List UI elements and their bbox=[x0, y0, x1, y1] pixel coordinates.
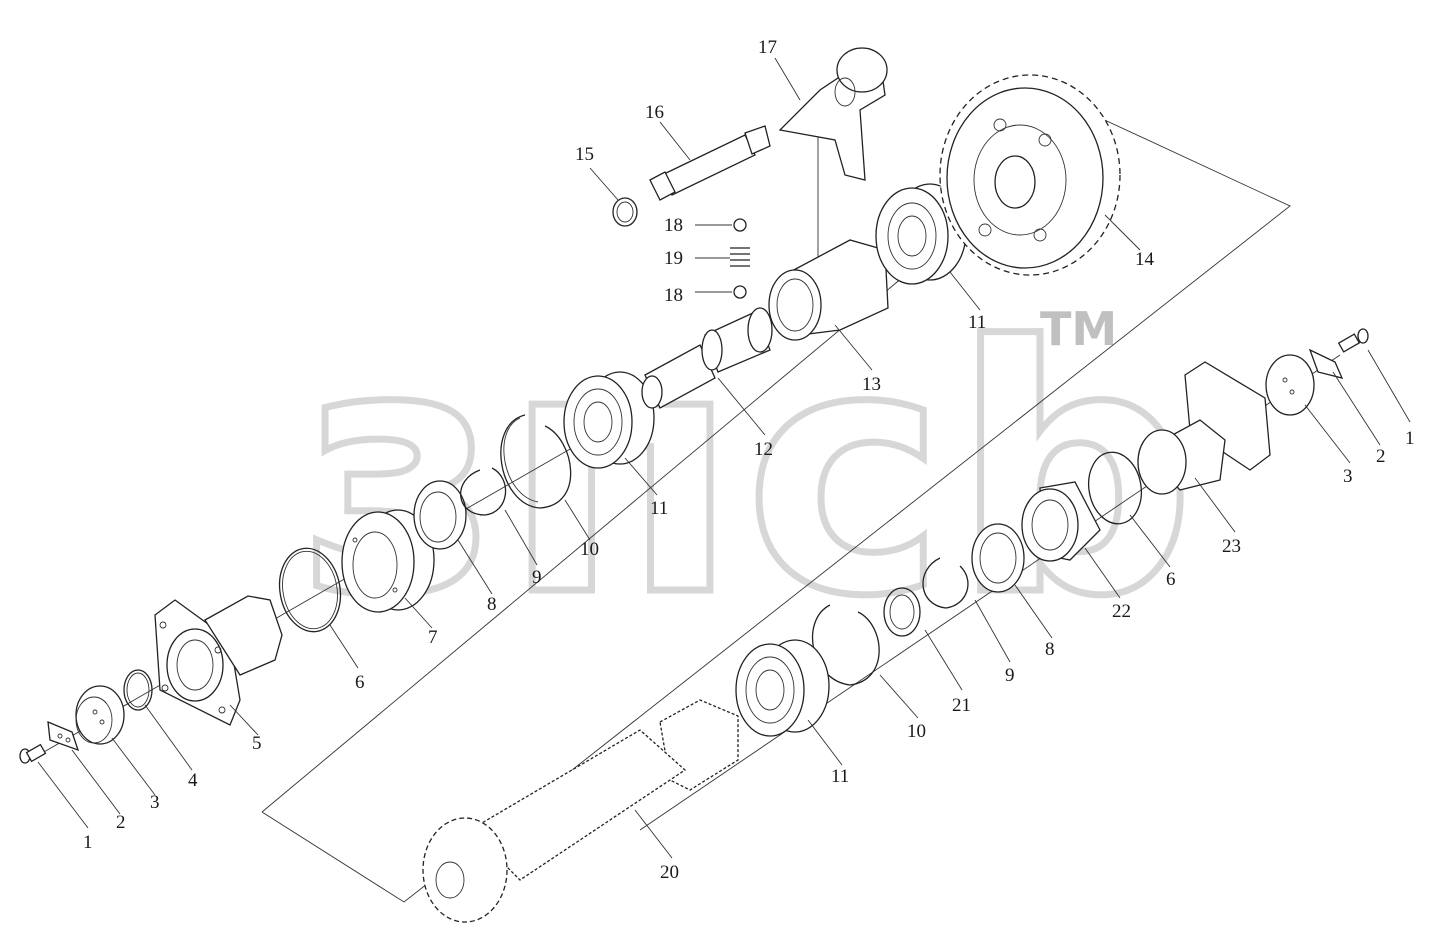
lock-plate-2-right bbox=[1308, 348, 1344, 379]
callout-15: 15 bbox=[575, 144, 594, 165]
splined-shaft-12 bbox=[641, 307, 773, 409]
callout-7: 7 bbox=[428, 627, 438, 648]
callout-5: 5 bbox=[252, 733, 262, 754]
callout-18-bottom: 18 bbox=[664, 285, 683, 306]
end-cap-3-left bbox=[75, 685, 125, 745]
seal-cover-7 bbox=[341, 509, 435, 613]
callout-14: 14 bbox=[1135, 249, 1155, 270]
bolt-1-right bbox=[1337, 328, 1369, 353]
callout-8-left: 8 bbox=[487, 594, 497, 615]
callout-6-left: 6 bbox=[355, 672, 365, 693]
callout-2-left: 2 bbox=[116, 812, 126, 833]
o-ring-6-right bbox=[1087, 451, 1143, 525]
snap-ring-9-right bbox=[922, 557, 969, 609]
callout-11-upper: 11 bbox=[650, 498, 668, 519]
callout-11-top: 11 bbox=[968, 312, 986, 333]
bolt-1-left bbox=[19, 743, 47, 764]
callout-labels: 1 2 3 4 5 6 7 8 9 10 11 12 13 11 14 15 1… bbox=[83, 37, 1415, 883]
callout-19: 19 bbox=[664, 248, 683, 269]
detent-balls-spring bbox=[730, 218, 750, 299]
callout-1-left: 1 bbox=[83, 832, 93, 853]
washer-21 bbox=[883, 587, 921, 637]
callout-17: 17 bbox=[758, 37, 777, 58]
assembly-outline bbox=[261, 115, 1291, 903]
callout-23: 23 bbox=[1222, 536, 1241, 557]
oil-seal-8-left bbox=[413, 480, 467, 550]
callout-18-top: 18 bbox=[664, 215, 683, 236]
main-shaft-20 bbox=[422, 699, 739, 923]
callout-11-lower: 11 bbox=[831, 766, 849, 787]
callout-12: 12 bbox=[754, 439, 773, 460]
callout-6-right: 6 bbox=[1166, 569, 1176, 590]
callout-20: 20 bbox=[660, 862, 679, 883]
callout-3-left: 3 bbox=[150, 792, 160, 813]
bearing-11-lower bbox=[735, 639, 830, 737]
sleeve-13 bbox=[768, 239, 889, 341]
callout-10-right: 10 bbox=[907, 721, 926, 742]
gear-14 bbox=[939, 74, 1121, 276]
callout-10-left: 10 bbox=[580, 539, 599, 560]
o-ring-4 bbox=[123, 669, 153, 711]
leader-lines bbox=[37, 57, 1411, 859]
callout-9-left: 9 bbox=[532, 567, 542, 588]
o-ring-6-left bbox=[278, 547, 342, 633]
callout-13: 13 bbox=[862, 374, 881, 395]
shift-fork-17 bbox=[778, 47, 888, 181]
callout-8-right: 8 bbox=[1045, 639, 1055, 660]
snap-ring-9-left bbox=[460, 467, 507, 516]
bushing-22 bbox=[1021, 481, 1101, 562]
bearing-11-upper bbox=[563, 371, 655, 469]
callout-9-right: 9 bbox=[1005, 665, 1015, 686]
spring-19 bbox=[730, 247, 750, 267]
oil-seal-8-right bbox=[971, 523, 1025, 593]
shift-rod-16 bbox=[649, 125, 771, 201]
callout-2-right: 2 bbox=[1376, 446, 1386, 467]
callout-3-right: 3 bbox=[1343, 466, 1353, 487]
end-cap-3-right bbox=[1265, 354, 1315, 416]
ball-18-top bbox=[733, 218, 747, 232]
bearing-housing-23 bbox=[1137, 361, 1271, 495]
lock-plate-2-left bbox=[47, 720, 80, 752]
callout-21: 21 bbox=[952, 695, 971, 716]
flange-housing-5 bbox=[154, 595, 283, 726]
washer-15 bbox=[612, 197, 638, 227]
snap-ring-10-left bbox=[500, 414, 572, 509]
watermark-tm: TM bbox=[1040, 302, 1117, 356]
snap-ring-10-right bbox=[811, 604, 880, 686]
callout-22: 22 bbox=[1112, 601, 1131, 622]
ball-18-bottom bbox=[733, 285, 747, 299]
callout-16: 16 bbox=[645, 102, 664, 123]
callout-4: 4 bbox=[188, 770, 198, 791]
callout-1-right: 1 bbox=[1405, 428, 1415, 449]
